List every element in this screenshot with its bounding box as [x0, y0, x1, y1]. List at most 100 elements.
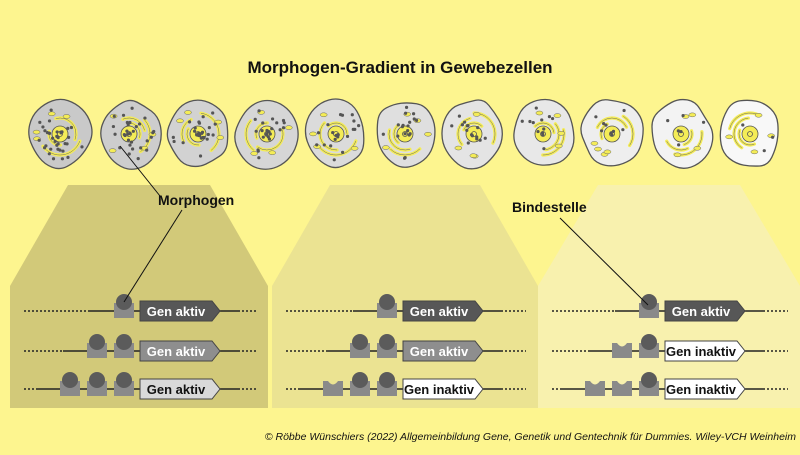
organelle — [216, 135, 225, 140]
morphogen-dot — [278, 128, 282, 132]
morphogen-dot — [51, 157, 56, 161]
gene-row: Gen inaktiv — [286, 372, 526, 400]
morphogen-dot — [49, 147, 53, 151]
cell-nucleus — [672, 125, 690, 143]
morphogen-leader-line — [123, 209, 183, 303]
morphogen-molecule — [641, 372, 657, 388]
morphogen-dot — [403, 111, 408, 115]
morphogen-dot — [149, 135, 153, 139]
morphogen-dot — [134, 124, 138, 129]
panel-shape — [272, 185, 538, 408]
bindestelle-leader-line — [559, 217, 649, 306]
morphogen-dot — [196, 132, 200, 136]
tissue-cell — [234, 99, 299, 170]
morphogen-dot — [181, 141, 185, 145]
er-outline — [245, 120, 255, 151]
gene-row: Gen aktiv — [24, 372, 256, 400]
gene-label: Gen aktiv — [147, 382, 206, 397]
morphogen-dot — [536, 129, 540, 134]
morphogen-dot — [257, 109, 261, 113]
morphogen-dot — [401, 123, 405, 127]
morphogen-dot — [381, 132, 385, 136]
gene-label: Gen aktiv — [410, 304, 469, 319]
organelle — [382, 145, 390, 150]
morphogen-dot — [172, 139, 176, 144]
er-outline — [623, 116, 634, 146]
bindestelle-label: Bindestelle — [512, 199, 587, 215]
organelle — [32, 129, 41, 135]
er-outline — [597, 117, 627, 128]
gene-arrow — [139, 340, 221, 362]
morphogen-dot — [265, 132, 269, 136]
morphogen-dot — [357, 123, 361, 128]
gene-label: Gen aktiv — [147, 304, 206, 319]
organelle — [469, 153, 478, 158]
organelle — [553, 113, 562, 118]
morphogen-dot — [771, 135, 775, 139]
morphogen-dot — [326, 123, 330, 127]
morphogen-dot — [681, 113, 685, 118]
gene-row: Gen inaktiv — [552, 372, 788, 400]
morphogen-dot — [198, 154, 203, 158]
organelle — [108, 148, 117, 153]
er-outline — [463, 122, 482, 130]
morphogen-dot — [131, 147, 135, 151]
organelle — [309, 131, 317, 137]
er-outline — [457, 118, 471, 145]
morphogen-dot — [666, 118, 670, 123]
morphogen-dot — [315, 143, 319, 147]
morphogen-dot — [47, 152, 51, 156]
gene-arrow — [664, 378, 746, 400]
morphogen-dot — [679, 129, 683, 134]
morphogen-dot — [49, 108, 53, 112]
morphogen-dot — [542, 147, 546, 151]
morphogen-dot — [152, 129, 156, 134]
er-outline — [733, 117, 749, 148]
morphogen-dot — [145, 148, 149, 152]
organelle — [285, 125, 293, 130]
morphogen-dot — [211, 133, 215, 137]
organelle — [454, 145, 463, 151]
tissue-cell — [651, 98, 714, 169]
er-outline — [393, 124, 399, 143]
morphogen-dot — [80, 145, 84, 149]
nucleolus — [126, 131, 132, 137]
morphogen-dot — [450, 124, 454, 128]
gene-arrow — [664, 340, 746, 362]
morphogen-dot — [345, 134, 350, 139]
er-outline — [186, 128, 200, 146]
morphogen-dot — [201, 115, 205, 119]
panel-shape — [538, 185, 800, 408]
morphogen-dot — [128, 143, 132, 147]
morphogen-dot — [476, 126, 480, 130]
morphogen-dot — [201, 135, 205, 140]
morphogen-dot — [211, 111, 215, 115]
morphogen-dot — [47, 119, 52, 123]
er-outline — [729, 112, 757, 129]
morphogen-dot — [528, 119, 532, 124]
morphogen-dot — [53, 139, 57, 143]
morphogen-dot — [531, 121, 535, 125]
morphogen-dot — [60, 157, 65, 161]
morphogen-dot — [261, 135, 265, 139]
er-outline — [534, 122, 555, 133]
gene-label: Gen aktiv — [672, 304, 731, 319]
morphogen-dot — [128, 120, 132, 125]
organelle — [250, 151, 258, 156]
morphogen-dot — [213, 122, 217, 126]
er-outline — [319, 122, 338, 151]
er-outline — [545, 123, 560, 150]
morphogen-dot — [261, 121, 265, 125]
er-outline — [684, 130, 693, 145]
organelle — [47, 111, 56, 117]
organelle — [673, 152, 682, 158]
morphogen-dot — [622, 108, 626, 113]
morphogen-dot — [127, 152, 131, 156]
organelle — [319, 112, 328, 118]
cells-layer — [28, 98, 779, 170]
morphogen-dot — [602, 122, 606, 126]
morphogen-dot — [125, 129, 129, 133]
morphogen-dot — [281, 126, 286, 130]
er-outline — [200, 112, 220, 151]
